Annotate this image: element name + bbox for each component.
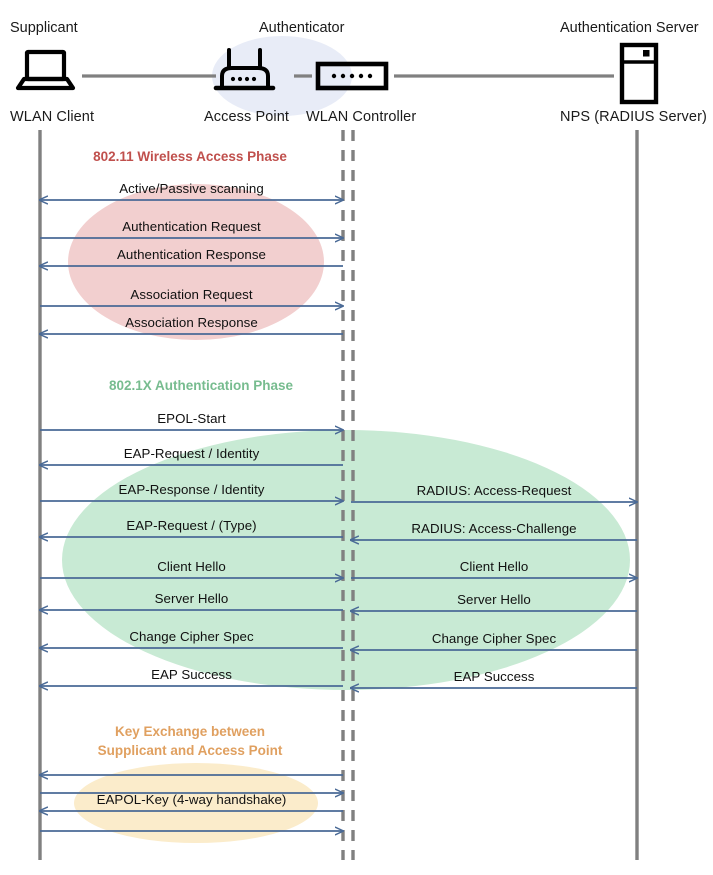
server-icon — [619, 42, 659, 105]
message-label: EAP-Request / Identity — [123, 446, 260, 461]
phase-8021x-ellipse — [62, 430, 630, 690]
message-label: EAP-Request / (Type) — [126, 518, 257, 533]
phase-80211-title: 802.11 Wireless Access Phase — [93, 149, 287, 164]
message-label: Client Hello — [157, 559, 226, 574]
message-label: Change Cipher Spec — [431, 631, 557, 646]
laptop-icon — [15, 49, 76, 91]
message-label: Association Request — [130, 287, 253, 302]
phase-keyexchange-title-line1: Key Exchange between — [114, 724, 266, 739]
phase-80211-ellipse — [68, 184, 324, 340]
message-label: Server Hello — [457, 592, 531, 607]
message-label: EAPOL-Key (4-way handshake) — [96, 792, 287, 807]
role-label-2: Authentication Server — [560, 20, 699, 36]
message-label: Authentication Request — [122, 219, 261, 234]
controller-icon — [315, 61, 389, 91]
message-label: Change Cipher Spec — [129, 629, 254, 644]
lifeline-authenticator — [341, 130, 355, 860]
message-label: Active/Passive scanning — [119, 181, 264, 196]
wireless-router-icon — [213, 48, 276, 91]
message-label: EAP Success — [453, 669, 535, 684]
phase-ellipse-group — [62, 184, 630, 843]
message-arrows-right — [351, 502, 637, 688]
message-label: Server Hello — [154, 591, 229, 606]
phase-keyexchange-ellipse — [74, 763, 318, 843]
message-label: Association Response — [125, 315, 258, 330]
phase-keyexchange-title-line2: Supplicant and Access Point — [97, 743, 283, 758]
role-label-1: Authenticator — [259, 20, 345, 36]
authenticator-halo — [212, 36, 352, 116]
node-label-server: NPS (RADIUS Server) — [560, 109, 707, 125]
message-arrows-left — [40, 200, 343, 831]
node-label-wireless-router: Access Point — [204, 109, 290, 125]
node-label-controller: WLAN Controller — [306, 109, 417, 125]
message-label: EPOL-Start — [157, 411, 226, 426]
message-label: EAP Success — [151, 667, 232, 682]
phase-8021x-title: 802.1X Authentication Phase — [108, 378, 294, 393]
message-label: Authentication Response — [117, 247, 266, 262]
message-label: RADIUS: Access-Request — [416, 483, 572, 498]
access-point-leds — [230, 76, 257, 82]
message-label: RADIUS: Access-Challenge — [411, 521, 577, 536]
node-label-laptop: WLAN Client — [10, 109, 95, 125]
message-label: EAP-Response / Identity — [118, 482, 265, 497]
role-label-0: Supplicant — [10, 20, 78, 36]
message-label: Client Hello — [459, 559, 529, 574]
